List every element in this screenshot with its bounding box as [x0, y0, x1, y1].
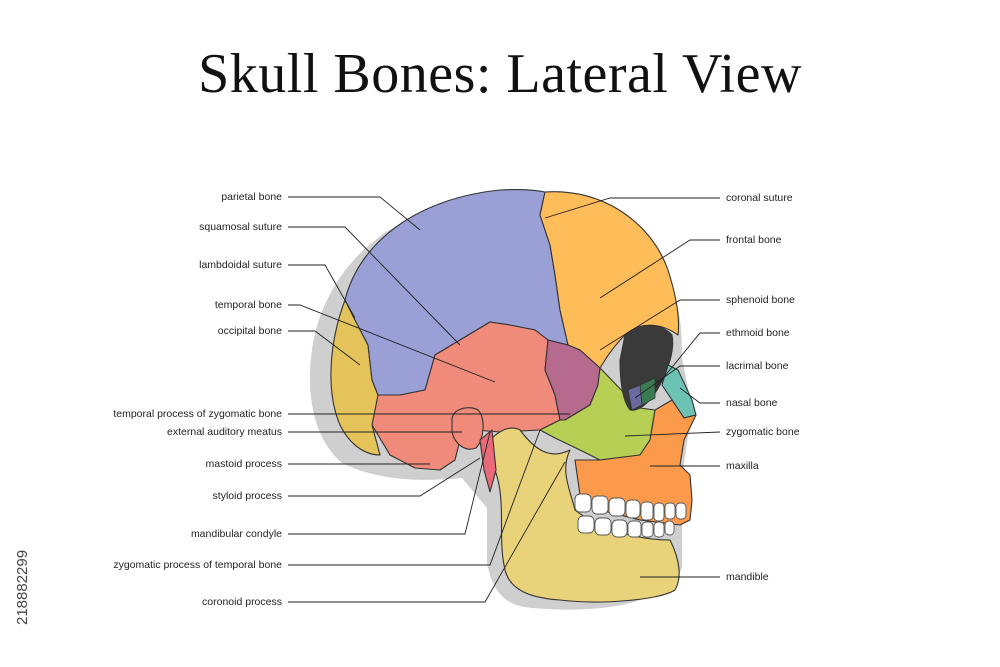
label-occipital-bone: occipital bone: [218, 325, 282, 337]
page-title: Skull Bones: Lateral View: [198, 43, 802, 105]
external-auditory-meatus: [451, 407, 484, 450]
label-temporal-process: temporal process of zygomatic bone: [113, 408, 282, 420]
stock-id-watermark: 218882299: [14, 550, 31, 625]
mandible-bone: [489, 427, 680, 603]
maxilla-bone: [574, 399, 697, 526]
label-mandibular-condyle: mandibular condyle: [191, 528, 282, 540]
label-mastoid-process: mastoid process: [206, 458, 282, 470]
stock-id-text: 218882299: [14, 550, 31, 625]
label-zygomatic-process: zygomatic process of temporal bone: [113, 559, 282, 571]
label-parietal-bone: parietal bone: [221, 191, 282, 203]
label-zygomatic-bone: zygomatic bone: [726, 426, 800, 438]
right-labels: coronal suture frontal bone sphenoid bon…: [726, 192, 800, 583]
left-leader-lines: [288, 196, 570, 603]
label-coronal-suture: coronal suture: [726, 192, 793, 204]
label-mandible: mandible: [726, 571, 769, 583]
right-leader-lines: [544, 197, 721, 578]
label-frontal-bone: frontal bone: [726, 234, 782, 246]
label-coronoid-process: coronoid process: [202, 596, 282, 608]
label-lacrimal-bone: lacrimal bone: [726, 360, 789, 372]
frontal-bone: [539, 191, 680, 369]
label-styloid-process: styloid process: [213, 490, 282, 502]
label-external-auditory-meatus: external auditory meatus: [167, 426, 282, 438]
teeth: [574, 493, 687, 538]
label-sphenoid-bone: sphenoid bone: [726, 294, 795, 306]
label-temporal-bone: temporal bone: [215, 299, 282, 311]
label-nasal-bone: nasal bone: [726, 397, 778, 409]
left-labels: parietal bone squamosal suture lambdoida…: [113, 191, 282, 608]
label-lambdoidal-suture: lambdoidal suture: [199, 259, 282, 271]
label-ethmoid-bone: ethmoid bone: [726, 327, 790, 339]
label-maxilla: maxilla: [726, 460, 759, 472]
label-squamosal-suture: squamosal suture: [199, 221, 282, 233]
styloid-process: [479, 429, 497, 493]
